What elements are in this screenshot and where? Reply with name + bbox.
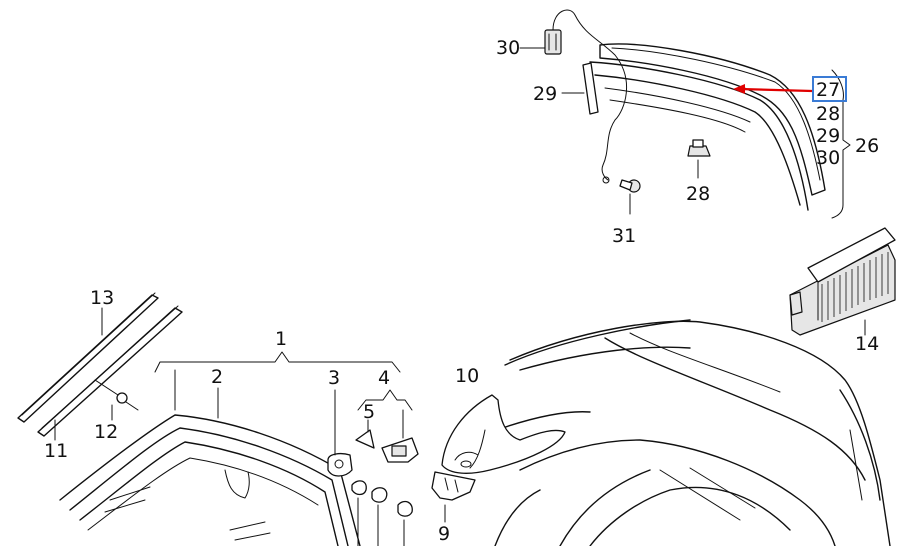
callout-31: 31	[612, 225, 636, 247]
rear-window-glass	[589, 43, 826, 211]
callout-13: 13	[90, 287, 114, 309]
callout-12: 12	[94, 421, 118, 443]
callout-26: 26	[855, 135, 879, 157]
clip-28	[687, 139, 711, 179]
windshield-1	[59, 369, 361, 546]
callout-30: 30	[496, 37, 520, 59]
seal-strip-29	[582, 62, 599, 115]
connector-30	[544, 9, 628, 184]
callout-10: 10	[455, 365, 479, 387]
callout-4: 4	[378, 367, 390, 389]
callout-labels: 1 2 3 4 5 9 10 11 12 13 14 26 27 28 29 3…	[44, 37, 879, 545]
mirror-base-9	[431, 471, 476, 523]
callout-11: 11	[44, 440, 68, 462]
callout-5: 5	[363, 401, 375, 423]
screw-31	[619, 179, 641, 215]
callout-30-list: 30	[816, 147, 840, 169]
bracket-26	[831, 69, 851, 219]
callout-28-list: 28	[816, 103, 840, 125]
callout-28: 28	[686, 183, 710, 205]
part-5-wedge	[355, 419, 375, 449]
callout-2: 2	[211, 366, 223, 388]
callout-9: 9	[438, 523, 450, 545]
callout-29-list: 29	[816, 125, 840, 147]
part-4-sensor	[381, 409, 419, 463]
trim-strip-11	[37, 305, 183, 441]
bracket-4	[357, 389, 413, 411]
part-3-bracket	[327, 389, 413, 546]
callout-1: 1	[275, 328, 287, 350]
mirror-10	[441, 394, 566, 474]
callout-29: 29	[533, 83, 557, 105]
control-unit-14	[789, 227, 896, 336]
clip-12	[94, 379, 139, 421]
callout-3: 3	[328, 367, 340, 389]
trim-strip-13	[17, 292, 159, 423]
callout-27: 27	[816, 79, 840, 101]
highlight-box	[812, 76, 847, 102]
callout-14: 14	[855, 333, 879, 355]
bracket-1	[154, 351, 401, 373]
highlight-arrow	[733, 84, 813, 94]
car-body-outline	[469, 319, 891, 546]
